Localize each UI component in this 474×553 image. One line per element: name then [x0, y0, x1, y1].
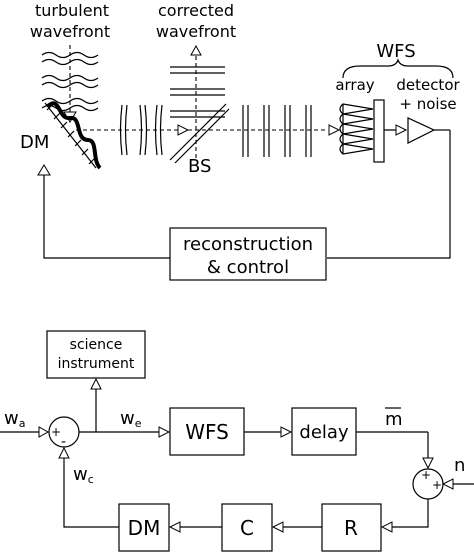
wavefronts-bs-wfs	[242, 105, 312, 157]
wc-label: wc	[73, 464, 94, 486]
recon-label-2: & control	[207, 257, 289, 278]
n-arrow	[441, 478, 454, 490]
wfs-label-top: WFS	[376, 41, 415, 62]
science-instrument-box	[46, 330, 146, 379]
sum1-minus: -	[61, 434, 66, 450]
dm-box	[118, 503, 170, 552]
array-label: array	[335, 76, 374, 94]
wfs-label-bottom: WFS	[185, 420, 229, 444]
sum1-plus: +	[51, 425, 61, 439]
science-arrow	[90, 377, 102, 390]
m-label: m	[385, 409, 403, 430]
dm-arrow	[168, 521, 181, 533]
c-arrow	[271, 521, 284, 533]
beam-arrow-bs	[177, 124, 190, 136]
r-box	[321, 503, 382, 552]
wavefronts-dm-bs	[119, 104, 163, 156]
c-label: C	[240, 516, 254, 540]
science-label-1: science	[70, 337, 123, 353]
we-arrow	[158, 426, 171, 438]
sum2-plus-top: +	[421, 468, 431, 482]
dm-label-top: DM	[20, 132, 49, 153]
detector-label-1: detector	[396, 76, 460, 94]
feedback-recon-to-dm	[43, 175, 170, 259]
delay-box	[291, 407, 357, 456]
top-schematic: turbulent wavefront corrected wavefront	[20, 1, 460, 281]
m-arrow	[422, 457, 434, 470]
bottom-block-diagram: science instrument wa + - we WFS delay m…	[0, 330, 474, 552]
feedback-wfs-to-recon	[327, 130, 451, 259]
lenslet-array	[339, 99, 385, 163]
corrected-up-arrow	[190, 44, 202, 56]
dm-mirror	[44, 101, 102, 170]
r-label: R	[344, 516, 358, 540]
beam-splitter	[169, 103, 230, 164]
turbulent-label-2: wavefront	[30, 22, 110, 41]
dm-label-bottom: DM	[128, 516, 161, 540]
detector-triangle	[407, 117, 436, 144]
r-arrow	[380, 521, 393, 533]
wfs-box	[169, 407, 245, 456]
corrected-wavefront-lines	[170, 66, 225, 118]
delay-label: delay	[299, 422, 349, 443]
detector-label-2: + noise	[399, 95, 456, 113]
bs-label: BS	[188, 156, 211, 177]
sum2-plus-right: +	[432, 478, 442, 492]
n-label: n	[454, 455, 465, 476]
wfs-delay-arrow	[280, 426, 293, 438]
beam-arrow-wfs	[328, 124, 341, 136]
c-box	[221, 503, 273, 552]
corrected-label-1: corrected	[158, 1, 234, 20]
recon-label-1: reconstruction	[183, 234, 313, 255]
science-label-2: instrument	[58, 356, 135, 372]
dm-to-sum1-line	[63, 458, 119, 528]
sum2-to-r-line	[392, 499, 429, 528]
wa-label: wa	[4, 408, 25, 430]
wc-arrow	[58, 446, 70, 459]
feedback-arrow-dm	[37, 164, 51, 176]
reconstruction-box	[169, 227, 327, 281]
corrected-label-2: wavefront	[156, 22, 236, 41]
turbulent-label-1: turbulent	[35, 1, 109, 20]
we-label: we	[120, 408, 142, 430]
wa-arrow	[38, 426, 50, 438]
wfs-brace	[342, 58, 454, 79]
detector-arrow	[395, 124, 408, 136]
